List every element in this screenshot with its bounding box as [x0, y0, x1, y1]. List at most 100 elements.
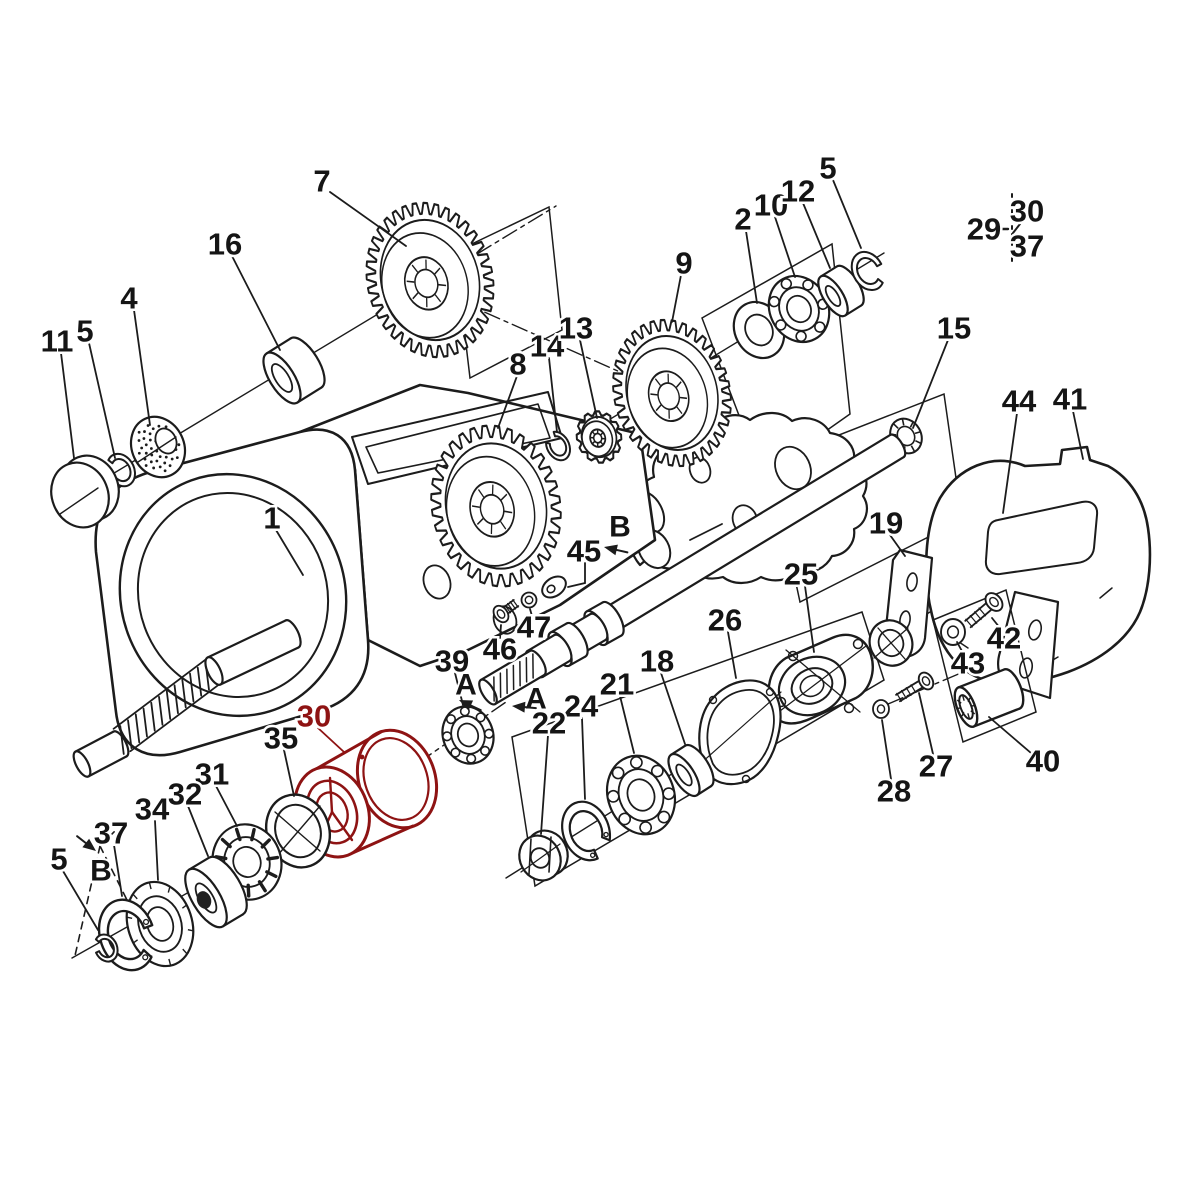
callout-label-1[interactable]: 1 — [261, 498, 283, 538]
callout-label-39[interactable]: 39 — [432, 641, 471, 681]
callout-label-27[interactable]: 27 — [916, 746, 955, 786]
callout-18[interactable]: 18 — [637, 641, 686, 745]
callout-42[interactable]: 42 — [984, 617, 1024, 658]
callout-15[interactable]: 15 — [912, 308, 974, 429]
callout-11[interactable]: 11 — [38, 321, 76, 459]
callout-1[interactable]: 1 — [261, 498, 304, 576]
callout-label-2[interactable]: 2 — [732, 199, 754, 239]
callout-label-14[interactable]: 14 — [527, 326, 567, 366]
callout-label-10[interactable]: 10 — [751, 185, 790, 225]
callout-label-44[interactable]: 44 — [999, 381, 1039, 421]
callout-label-11[interactable]: 11 — [38, 321, 76, 361]
callout-5-bottom[interactable]: 5 — [48, 839, 99, 931]
callout-label-28[interactable]: 28 — [874, 771, 913, 811]
callout-label-45[interactable]: 45 — [564, 531, 603, 571]
callout-label-13[interactable]: 13 — [556, 308, 595, 348]
callout-label-5-left[interactable]: 5 — [74, 311, 96, 351]
callout-13[interactable]: 13 — [556, 308, 598, 419]
callout-label-43[interactable]: 43 — [948, 643, 987, 683]
callout-label-18[interactable]: 18 — [637, 641, 676, 681]
callout-9[interactable]: 9 — [671, 243, 695, 323]
callout-label-9[interactable]: 9 — [673, 243, 695, 283]
callout-28[interactable]: 28 — [874, 719, 914, 811]
callout-label-7[interactable]: 7 — [311, 161, 333, 201]
callout-label-16[interactable]: 16 — [205, 224, 244, 264]
callout-label-41[interactable]: 41 — [1050, 379, 1089, 419]
view-letter-b-2: B — [609, 511, 631, 544]
race-35-cross-b — [274, 811, 321, 852]
callout-2[interactable]: 2 — [732, 199, 758, 304]
callout-label-5-right[interactable]: 5 — [817, 148, 839, 188]
callout-label-31[interactable]: 31 — [192, 754, 231, 794]
snap-ring-24-body — [561, 800, 612, 862]
cover-41-plate — [984, 500, 1099, 576]
callout-34[interactable]: 34 — [132, 789, 172, 881]
snap-ring-5-right — [850, 251, 884, 291]
callout-21[interactable]: 21 — [597, 664, 637, 754]
callout-44[interactable]: 44 — [999, 381, 1039, 514]
view-letter-a-1: A — [525, 683, 547, 716]
washer-4-axis-line — [137, 436, 177, 463]
callout-label-12[interactable]: 12 — [778, 171, 817, 211]
case-detail-a — [689, 523, 723, 541]
bell-rim-outer — [118, 472, 348, 718]
callout-46[interactable]: 46 — [480, 624, 520, 669]
callout-7[interactable]: 7 — [311, 161, 407, 247]
callout-30[interactable]: 30 — [294, 696, 345, 753]
callout-label-4[interactable]: 4 — [118, 278, 141, 318]
callout-label-42[interactable]: 42 — [984, 618, 1023, 658]
section-plane-bolts — [932, 588, 1037, 744]
callout-label-24[interactable]: 24 — [561, 686, 601, 726]
callout-25[interactable]: 25 — [781, 554, 821, 653]
callout-label-19[interactable]: 19 — [866, 503, 905, 543]
callout-32[interactable]: 32 — [165, 774, 209, 857]
bearing-case-25-hole-b — [787, 650, 799, 662]
bracket-19-slot-a — [906, 572, 918, 592]
callout-label-22[interactable]: 22 — [529, 703, 568, 743]
gasket-26-hole-b — [765, 687, 775, 697]
callout-41[interactable]: 41 — [1050, 379, 1090, 460]
callout-10[interactable]: 10 — [751, 185, 796, 278]
callout-5-right[interactable]: 5 — [817, 148, 862, 249]
callout-14[interactable]: 14 — [527, 326, 567, 433]
callout-45[interactable]: 45 — [564, 531, 604, 588]
callout-39[interactable]: 39 — [432, 641, 472, 706]
callout-label-25[interactable]: 25 — [781, 554, 820, 594]
callout-label-46[interactable]: 46 — [480, 629, 519, 669]
callout-label-32[interactable]: 32 — [165, 774, 204, 814]
callout-label-34[interactable]: 34 — [132, 789, 172, 829]
callout-16[interactable]: 16 — [205, 224, 281, 351]
bearing-21 — [606, 754, 676, 836]
nut-22-facet-b — [548, 836, 552, 873]
gear-13-body — [575, 410, 623, 464]
callout-27[interactable]: 27 — [916, 692, 956, 786]
callout-31[interactable]: 31 — [192, 754, 238, 827]
callout-label-40[interactable]: 40 — [1023, 741, 1062, 781]
callout-label-37-bottom[interactable]: 37 — [91, 813, 130, 853]
callout-label-47[interactable]: 47 — [514, 607, 553, 647]
callout-12[interactable]: 12 — [778, 171, 831, 269]
callout-label-8[interactable]: 8 — [507, 344, 529, 384]
callout-43[interactable]: 43 — [948, 641, 988, 683]
callout-label-26[interactable]: 26 — [705, 600, 744, 640]
callout-19[interactable]: 19 — [866, 503, 906, 557]
callout-label-35[interactable]: 35 — [261, 718, 300, 758]
group-dash-left-3 — [99, 821, 125, 847]
washer-28 — [872, 699, 890, 719]
callout-label-21[interactable]: 21 — [597, 664, 636, 704]
callout-47[interactable]: 47 — [514, 607, 553, 647]
view-letter-b-3: B — [90, 855, 112, 888]
callout-label-30[interactable]: 30 — [294, 696, 333, 736]
callout-4[interactable]: 4 — [118, 278, 151, 426]
callout-5-left[interactable]: 5 — [74, 311, 116, 459]
callout-label-5-bottom[interactable]: 5 — [48, 839, 70, 879]
callout-label-15[interactable]: 15 — [934, 308, 973, 348]
callout-22[interactable]: 22 — [529, 703, 569, 835]
callout-24[interactable]: 24 — [561, 686, 601, 800]
callout-40[interactable]: 40 — [988, 716, 1063, 781]
callout-26[interactable]: 26 — [705, 600, 745, 679]
callout-37-bottom[interactable]: 37 — [91, 813, 131, 897]
gear-7-body — [365, 201, 495, 359]
callout-35[interactable]: 35 — [261, 718, 301, 797]
callout-8[interactable]: 8 — [497, 344, 529, 429]
